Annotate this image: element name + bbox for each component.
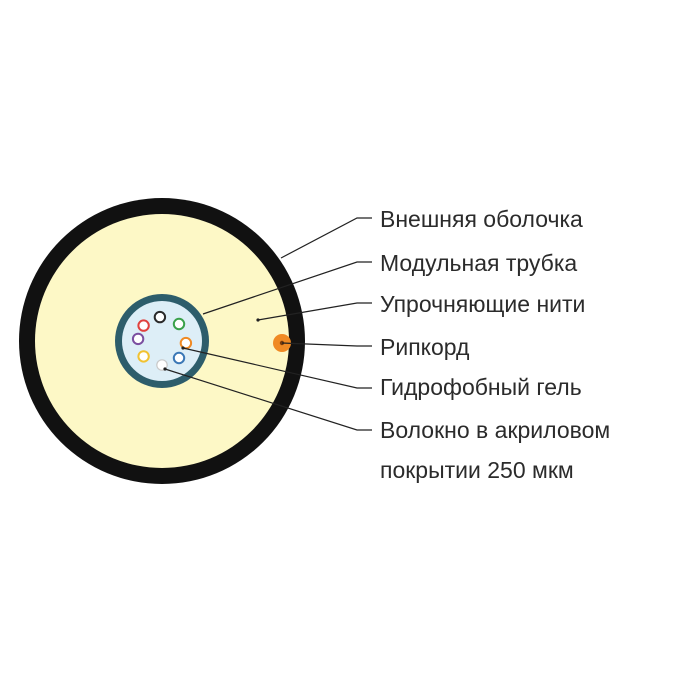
fiber-red [137, 319, 150, 332]
leader-dot-strength-yarns [256, 318, 260, 322]
label-hydrophobic-gel: Гидрофобный гель [380, 374, 582, 400]
fiber-yellow [137, 350, 150, 363]
leader-outer-sheath [280, 217, 372, 259]
fiber-blue [172, 351, 186, 365]
label-fiber-line1: Волокно в акриловом [380, 417, 611, 443]
label-buffer-tube: Модульная трубка [380, 250, 578, 276]
leader-strength-yarns [257, 302, 372, 321]
label-outer-sheath: Внешняя оболочка [380, 206, 583, 232]
fiber-group [131, 310, 193, 371]
leader-dot-gel [181, 346, 185, 350]
fiber-green [172, 317, 186, 331]
fiber-black [153, 310, 167, 324]
label-fiber: Волокно в акриловом покрытии 250 мкм [380, 416, 610, 484]
leader-buffer-tube [202, 261, 372, 315]
leader-dot-fiber [163, 367, 167, 371]
label-strength-yarns: Упрочняющие нити [380, 291, 586, 317]
leader-gel [182, 347, 372, 389]
leader-ripcord [281, 342, 372, 347]
label-ripcord: Рипкорд [380, 334, 470, 360]
label-fiber-line2: покрытии 250 мкм [380, 457, 574, 483]
leader-fiber [164, 368, 372, 431]
fiber-violet [131, 332, 145, 346]
